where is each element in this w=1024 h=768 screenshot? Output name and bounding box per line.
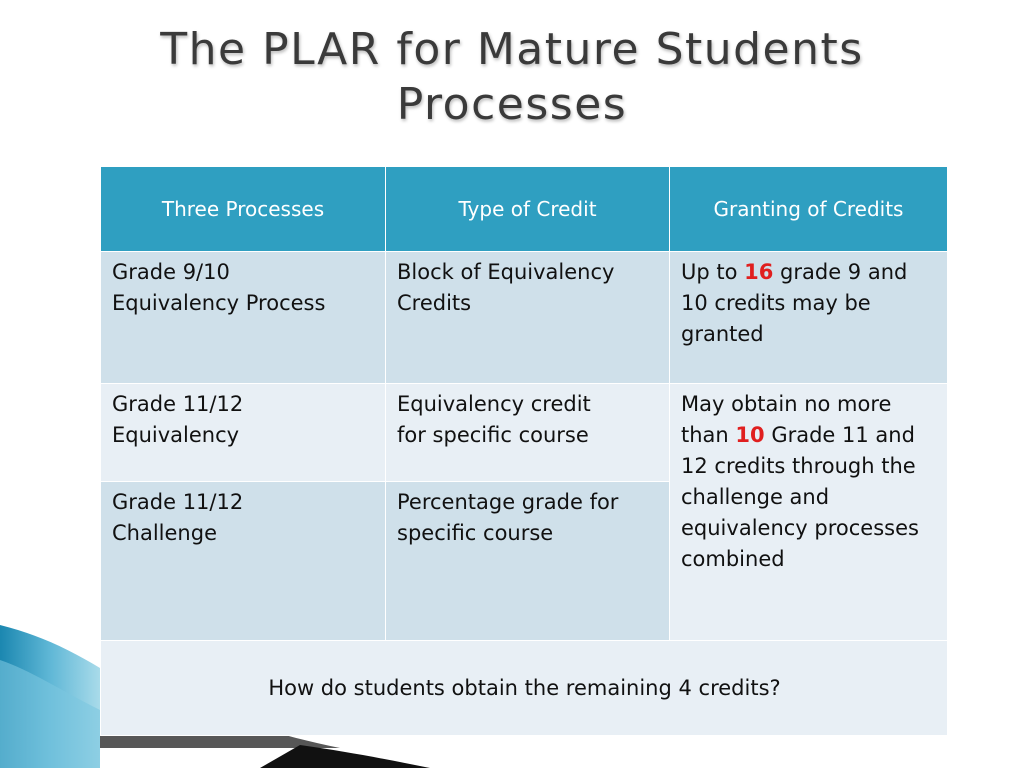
cell-text-line: Percentage grade for: [397, 490, 619, 514]
cell-granting: Up to 16 grade 9 and 10 credits may be g…: [669, 251, 948, 384]
table-row: Grade 11/12 Challenge Percentage grade f…: [100, 481, 948, 641]
cell-text-line: specific course: [397, 521, 554, 545]
cell-text: May obtain no more than: [681, 392, 892, 447]
cell-credit-type: Equivalency credit for specific course: [385, 383, 670, 482]
cell-text-line: Equivalency credit: [397, 392, 591, 416]
cell-credit-type: Percentage grade for specific course: [385, 481, 670, 641]
cell-text: grade 9 and 10 credits may be granted: [681, 260, 908, 346]
slide-title: The PLAR for Mature Students Processes: [0, 22, 1024, 132]
cell-text-line: for specific course: [397, 423, 589, 447]
cell-text-line: Equivalency Process: [112, 291, 326, 315]
cell-text-line: Credits: [397, 291, 472, 315]
header-type-of-credit: Type of Credit: [385, 166, 670, 252]
table-row: Grade 11/12 Equivalency Equivalency cred…: [100, 383, 948, 641]
cell-text-line: Equivalency: [112, 423, 240, 447]
footer-question: How do students obtain the remaining 4 c…: [100, 640, 948, 736]
cell-process: Grade 11/12 Equivalency: [100, 383, 386, 482]
slide-title-line2: Processes: [396, 79, 628, 130]
cell-text: Up to: [681, 260, 745, 284]
table-header-row: Three Processes Type of Credit Granting …: [100, 166, 948, 252]
cell-text-line: Grade 11/12: [112, 490, 244, 514]
cell-process: Grade 9/10 Equivalency Process: [100, 251, 386, 384]
header-three-processes: Three Processes: [100, 166, 386, 252]
cell-granting-merged: May obtain no more than 10 Grade 11 and …: [669, 383, 948, 641]
header-granting-of-credits: Granting of Credits: [669, 166, 948, 252]
cell-process: Grade 11/12 Challenge: [100, 481, 386, 641]
table-footer-row: How do students obtain the remaining 4 c…: [100, 640, 948, 736]
cell-credit-type: Block of Equivalency Credits: [385, 251, 670, 384]
cell-text-line: Grade 11/12: [112, 392, 244, 416]
plar-processes-table: Three Processes Type of Credit Granting …: [100, 166, 948, 736]
slide-title-line1: The PLAR for Mature Students: [160, 24, 864, 75]
cell-text-line: Block of Equivalency: [397, 260, 615, 284]
highlight-number: 10: [735, 423, 765, 447]
cell-text: Grade 11 and 12 credits through the chal…: [681, 423, 919, 571]
cell-text-line: Challenge: [112, 521, 217, 545]
cell-text-line: Grade 9/10: [112, 260, 230, 284]
table-row: Grade 9/10 Equivalency Process Block of …: [100, 251, 948, 384]
highlight-number: 16: [744, 260, 774, 284]
